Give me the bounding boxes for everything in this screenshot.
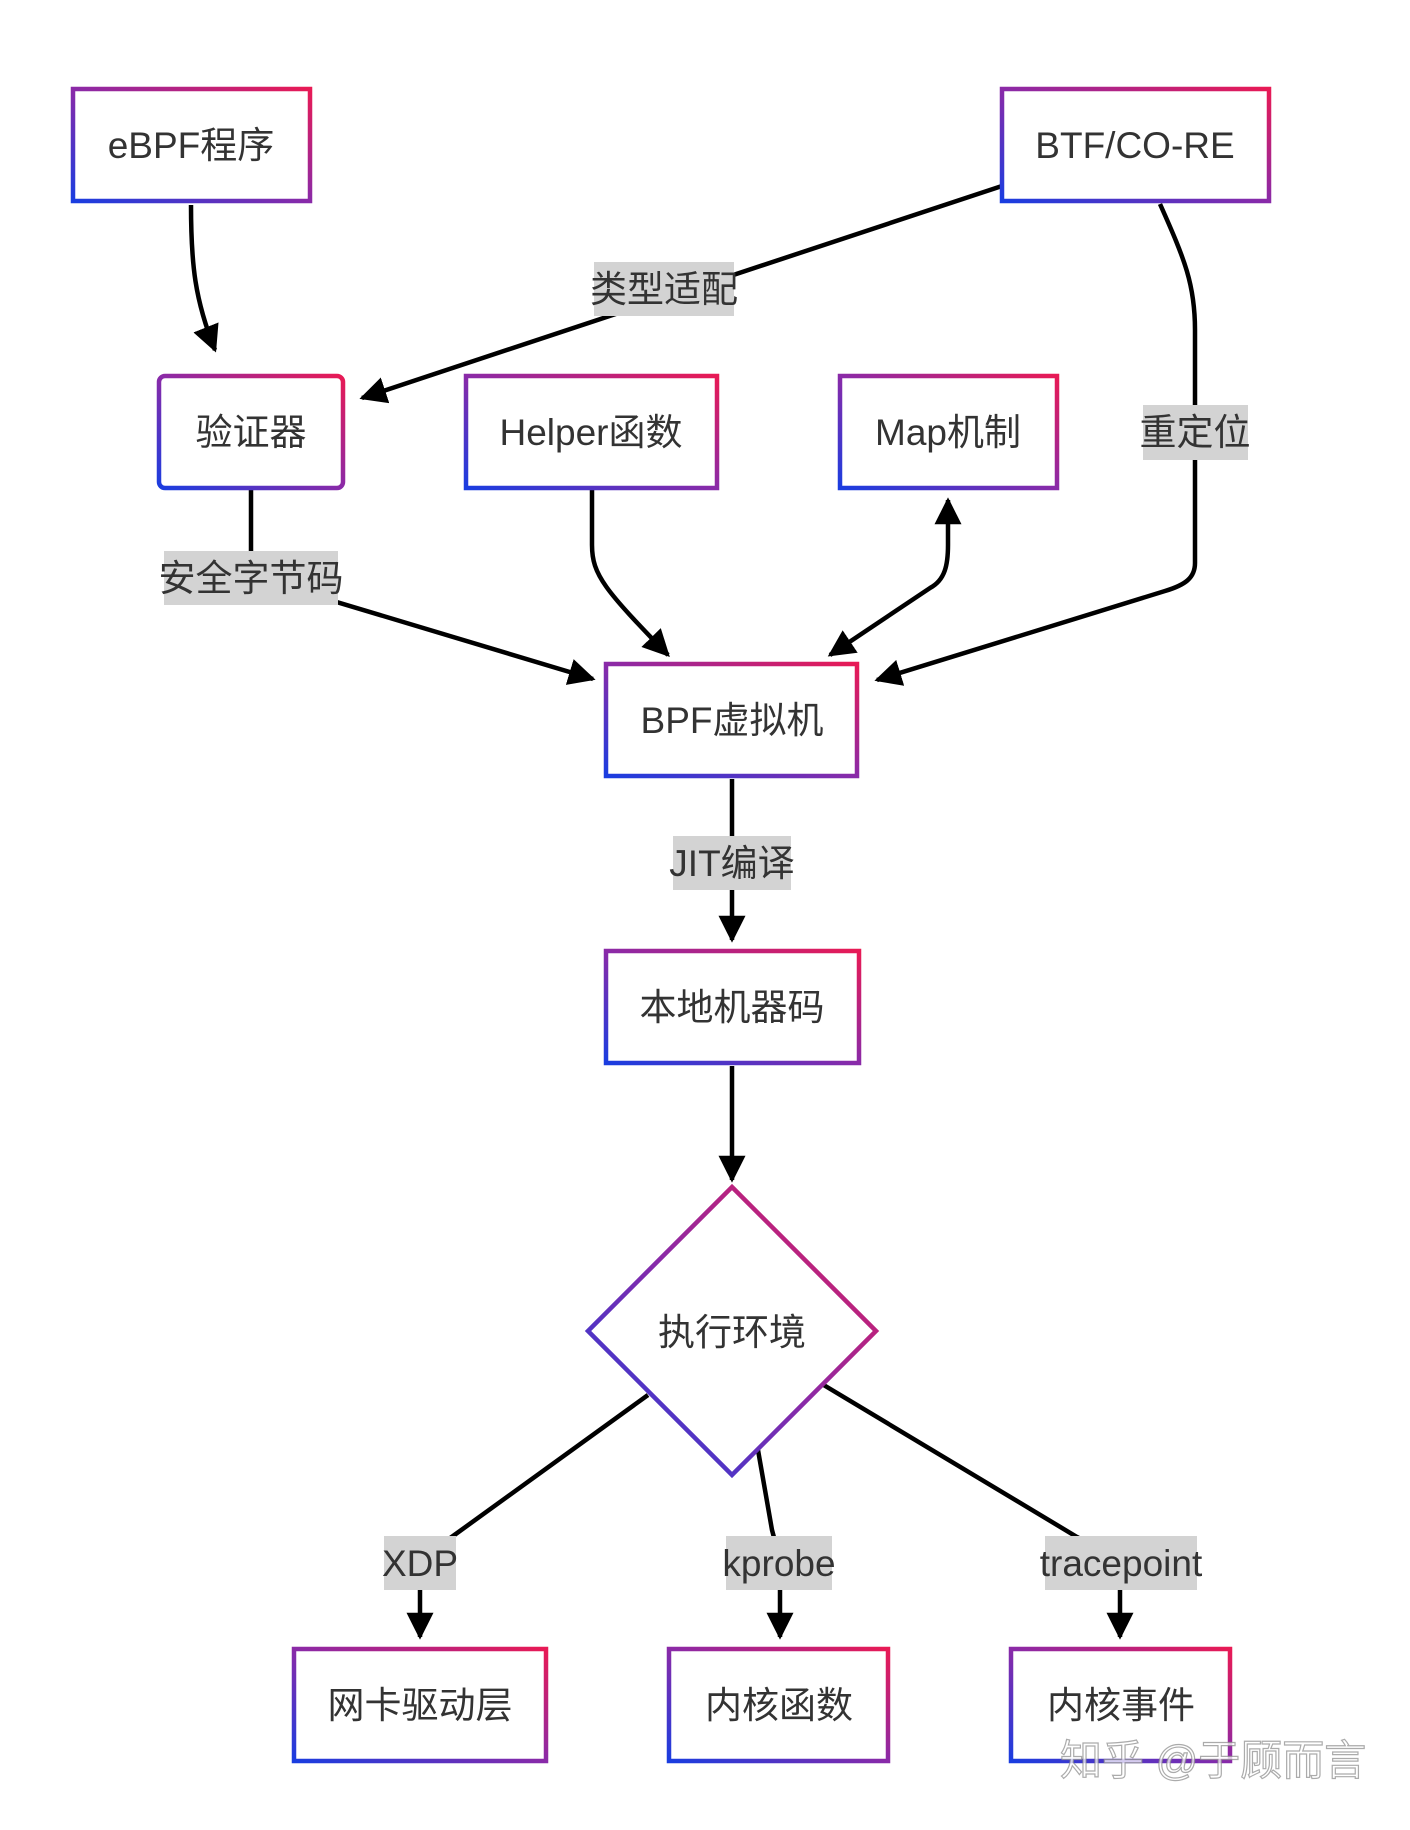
node-label: 验证器 (196, 412, 307, 453)
edge-label-text: XDP (382, 1543, 458, 1584)
node-label: Helper函数 (500, 412, 683, 453)
edge-env-to-kevent (820, 1382, 1134, 1640)
edge-label-background (1143, 405, 1248, 460)
node-label: BPF虚拟机 (641, 700, 824, 741)
edge-label-text: 安全字节码 (159, 558, 344, 599)
edge-label-background (1045, 1536, 1197, 1590)
node-btf-core: BTF/CO-RE (999, 86, 1272, 204)
edge-label-background (726, 1536, 832, 1590)
node-label: 网卡驱动层 (328, 1685, 513, 1726)
edge-env-to-nic (406, 1393, 650, 1640)
node-map-mechanism: Map机制 (837, 373, 1060, 491)
edge-label-kprobe: kprobe (722, 1536, 836, 1590)
edge-label-tracepoint: tracepoint (1040, 1536, 1203, 1590)
edge-label-text: 类型适配 (590, 269, 738, 310)
watermark: 知乎 @于顾而言 (1060, 1737, 1366, 1784)
node-label: Map机制 (875, 412, 1021, 453)
edge-label-text: kprobe (722, 1543, 835, 1584)
edge-label-xdp: XDP (382, 1536, 458, 1590)
node-ebpf-program: eBPF程序 (70, 86, 313, 204)
node-kernel-functions: 内核函数 (666, 1646, 891, 1764)
edge-btf-to-vm (874, 203, 1198, 686)
node-label: BTF/CO-RE (1035, 125, 1234, 166)
node-label: 内核事件 (1047, 1685, 1195, 1726)
edge-label-type-adaptation: 类型适配 (590, 262, 738, 316)
edge-label-safe-bytecode: 安全字节码 (159, 551, 344, 605)
edge-labels: 类型适配 重定位 安全字节码 JIT编译 XDP kprobe tracepoi… (159, 262, 1251, 1590)
node-native-code: 本地机器码 (603, 948, 862, 1066)
node-nic-driver: 网卡驱动层 (291, 1646, 549, 1764)
node-label: eBPF程序 (108, 125, 275, 166)
edge-map-vm-bidirectional (827, 497, 962, 657)
edge-label-jit-compile: JIT编译 (669, 836, 795, 890)
node-label: 执行环境 (658, 1312, 806, 1353)
node-helper-functions: Helper函数 (463, 373, 720, 491)
edge-label-relocation: 重定位 (1140, 405, 1251, 460)
node-label: 内核函数 (705, 1685, 853, 1726)
node-kernel-events: 内核事件 (1008, 1646, 1233, 1764)
node-execution-env: 执行环境 (584, 1183, 880, 1479)
edge-label-text: 重定位 (1140, 412, 1251, 453)
edge-label-background (594, 262, 734, 316)
node-label: 本地机器码 (640, 987, 825, 1028)
edge-label-text: JIT编译 (669, 843, 794, 884)
edge-helper-to-vm (589, 490, 670, 657)
edge-label-background (673, 836, 791, 890)
nodes: eBPF程序 BTF/CO-RE 验证器 Helper函数 Map机制 BPF虚… (70, 86, 1272, 1764)
node-verifier: 验证器 (156, 373, 346, 491)
node-bpf-vm: BPF虚拟机 (603, 661, 860, 779)
edge-label-background (384, 1536, 456, 1590)
edge-label-text: tracepoint (1040, 1543, 1203, 1584)
edge-label-background (164, 551, 338, 605)
edge-ebpf-to-verifier (188, 204, 219, 353)
